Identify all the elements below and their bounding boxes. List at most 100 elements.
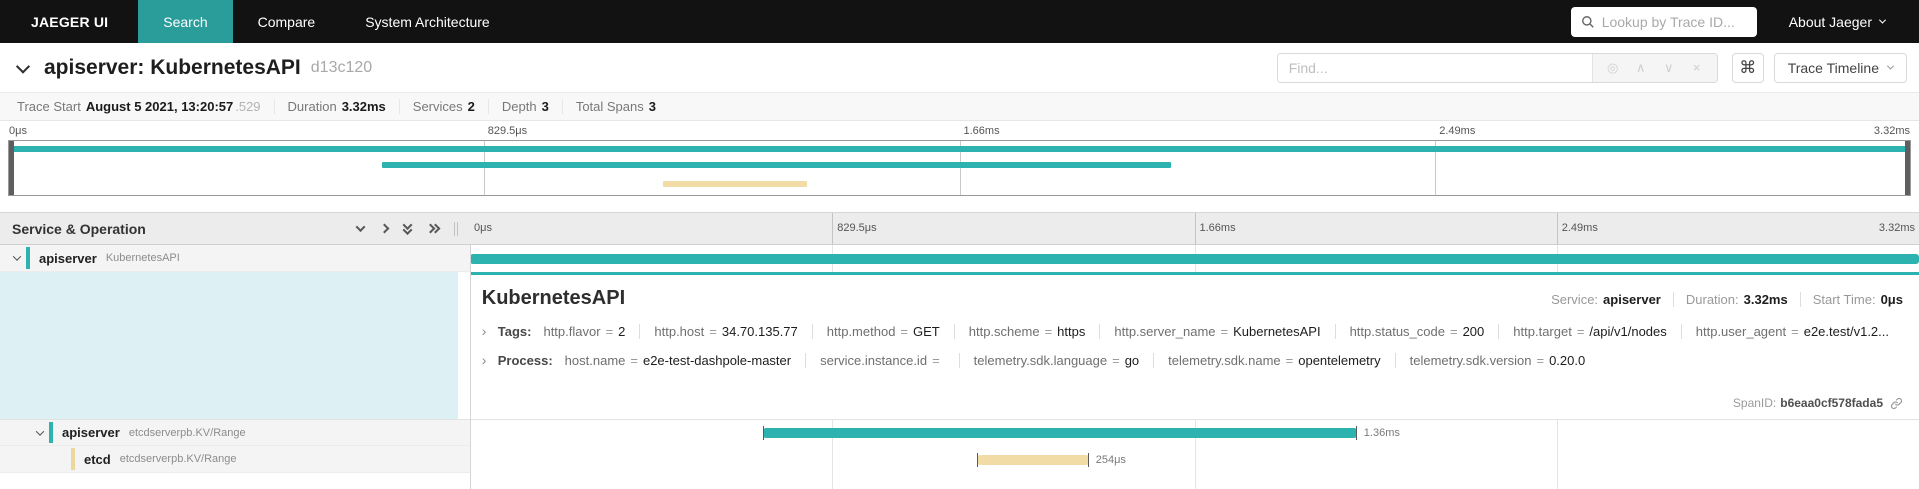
find-group: ◎ ∧ ∨ × [1276, 52, 1718, 83]
span-id-row: SpanID: b6eaa0cf578fada5 [1733, 396, 1903, 410]
span-operation-name: KubernetesAPI [105, 252, 180, 264]
find-prev-icon[interactable]: ∧ [1635, 59, 1646, 75]
nav-tab-system-architecture[interactable]: System Architecture [365, 13, 490, 30]
span-operation-name: etcdserverpb.KV/Range [119, 453, 237, 465]
collapse-one-chevron-right-icon[interactable] [372, 213, 396, 244]
span-id-label: SpanID: [1732, 396, 1777, 410]
span-detail-meta: Service:apiserver Duration:3.32ms Start … [1551, 292, 1903, 307]
summary-duration: Duration 3.32ms [273, 99, 399, 114]
copy-link-icon[interactable] [1890, 397, 1903, 410]
minimap-canvas[interactable] [8, 140, 1911, 196]
span-bar-cell: 254μs [470, 446, 1919, 473]
minimap-gridline [1434, 141, 1436, 195]
minimap-span-bar-etcd [662, 181, 808, 187]
nav-tab-search[interactable]: Search [138, 0, 233, 43]
span-id-value: b6eaa0cf578fada5 [1780, 396, 1883, 410]
about-jaeger-label: About Jaeger [1788, 13, 1872, 30]
nav-tab-compare[interactable]: Compare [257, 13, 316, 30]
nav-spacer [515, 0, 1571, 43]
find-clear-icon[interactable]: × [1692, 60, 1701, 75]
process-item: telemetry.sdk.version=0.20.0 [1394, 353, 1600, 368]
tag-item: http.status_code=200 [1334, 324, 1499, 339]
minimap-tick-labels: 0μs 829.5μs 1.66ms 2.49ms 3.32ms [8, 123, 1911, 140]
lookup-placeholder: Lookup by Trace ID... [1601, 13, 1735, 30]
trace-id-short: d13c120 [310, 58, 373, 76]
expand-all-double-chevron-down-icon[interactable] [396, 213, 420, 244]
minimap-span-bar-child [381, 162, 1171, 168]
span-bar-etcd-kvrange[interactable] [977, 452, 1089, 467]
span-color-strip [26, 247, 30, 269]
span-detail-panel: KubernetesAPI Service:apiserver Duration… [458, 272, 1919, 419]
tag-item: http.host=34.70.135.77 [639, 324, 811, 339]
column-resizer-handle[interactable] [454, 221, 462, 236]
span-rows: apiserver KubernetesAPI KubernetesAPI Se… [0, 245, 1919, 489]
process-label: Process: [497, 353, 553, 368]
span-duration-label: 254μs [1095, 453, 1126, 466]
tag-item: http.user_agent=e2e.test/v1.2... [1680, 324, 1903, 339]
find-next-icon[interactable]: ∨ [1663, 59, 1674, 75]
trace-view-selector-label: Trace Timeline [1787, 59, 1879, 76]
span-bar-apiserver-kvrange[interactable] [762, 426, 1357, 440]
service-operation-title: Service & Operation [12, 220, 146, 237]
detail-duration-value: 3.32ms [1743, 292, 1788, 307]
span-service-name: apiserver [39, 250, 97, 266]
tag-item: http.method=GET [811, 324, 954, 339]
span-row-kubernetesapi: apiserver KubernetesAPI [0, 245, 1919, 272]
column-divider-line[interactable] [470, 245, 471, 489]
span-service-name: etcd [84, 451, 111, 467]
process-list: host.name=e2e-test-dashpole-master servi… [565, 353, 1600, 368]
collapse-all-double-chevron-right-icon[interactable] [420, 213, 444, 244]
trace-view-selector[interactable]: Trace Timeline [1773, 52, 1907, 83]
top-nav: JAEGER UI Search Compare System Architec… [0, 0, 1919, 43]
jaeger-ui-brand[interactable]: JAEGER UI [31, 13, 109, 30]
trace-title: apiserver: KubernetesAPI [44, 55, 301, 79]
process-item: telemetry.sdk.name=opentelemetry [1153, 353, 1394, 368]
trace-id-lookup-input[interactable]: Lookup by Trace ID... [1570, 6, 1757, 37]
span-name-cell[interactable]: apiserver KubernetesAPI [0, 245, 470, 272]
summary-services: Services 2 [398, 99, 488, 114]
locate-icon[interactable]: ◎ [1607, 59, 1619, 75]
span-row-apiserver-kvrange: apiserver etcdserverpb.KV/Range 1.36ms [0, 420, 1919, 446]
service-operation-header: Service & Operation [0, 213, 470, 244]
span-color-strip [49, 422, 53, 443]
tags-accordion[interactable]: › Tags: http.flavor=2 http.host=34.70.13… [482, 323, 1903, 339]
summary-total-spans: Total Spans 3 [561, 99, 669, 114]
keyboard-shortcuts-button[interactable]: ⌘ [1731, 52, 1764, 83]
collapse-trace-chevron-icon[interactable] [12, 59, 34, 74]
minimap-tick-3: 2.49ms [1439, 125, 1476, 137]
tick-line [1556, 213, 1558, 244]
process-accordion[interactable]: › Process: host.name=e2e-test-dashpole-m… [482, 352, 1903, 368]
span-detail-row: KubernetesAPI Service:apiserver Duration… [0, 272, 1919, 420]
row-collapse-chevron-icon[interactable] [31, 426, 49, 436]
minimap-gridline [484, 141, 486, 195]
trace-start-millis: .529 [235, 99, 261, 114]
chevron-right-icon: › [481, 352, 487, 368]
tags-label: Tags: [497, 324, 532, 339]
header-tick-0: 0μs [474, 222, 492, 234]
trace-start-value: August 5 2021, 13:20:57 [85, 99, 234, 114]
minimap-gridline [959, 141, 961, 195]
minimap-left-scrubber[interactable] [9, 141, 14, 195]
summary-trace-start: Trace Start August 5 2021, 13:20:57 .529 [4, 99, 274, 114]
chevron-down-icon [1886, 62, 1895, 70]
minimap-right-scrubber[interactable] [1905, 141, 1910, 195]
tag-item: http.target=/api/v1/nodes [1498, 324, 1680, 339]
minimap-tick-4: 3.32ms [1873, 125, 1910, 137]
span-service-name: apiserver [62, 425, 120, 440]
chevron-right-icon: › [481, 323, 487, 339]
header-tick-2: 1.66ms [1199, 222, 1236, 234]
expand-one-chevron-down-icon[interactable] [348, 213, 372, 244]
span-name-cell[interactable]: etcd etcdserverpb.KV/Range [0, 446, 470, 473]
trace-header: apiserver: KubernetesAPI d13c120 ◎ ∧ ∨ ×… [0, 43, 1919, 92]
span-row-etcd-kvrange: etcd etcdserverpb.KV/Range 254μs [0, 446, 1919, 473]
tag-item: http.flavor=2 [543, 324, 626, 339]
span-bar-root[interactable] [470, 253, 1919, 264]
row-collapse-chevron-icon[interactable] [8, 252, 26, 261]
span-name-cell[interactable]: apiserver etcdserverpb.KV/Range [0, 420, 470, 446]
about-jaeger-menu[interactable]: About Jaeger [1779, 0, 1919, 43]
minimap-span-bar-root [9, 146, 1910, 152]
find-input[interactable] [1277, 53, 1592, 82]
process-item: service.instance.id= [805, 353, 959, 368]
trace-start-label: Trace Start [17, 99, 81, 114]
